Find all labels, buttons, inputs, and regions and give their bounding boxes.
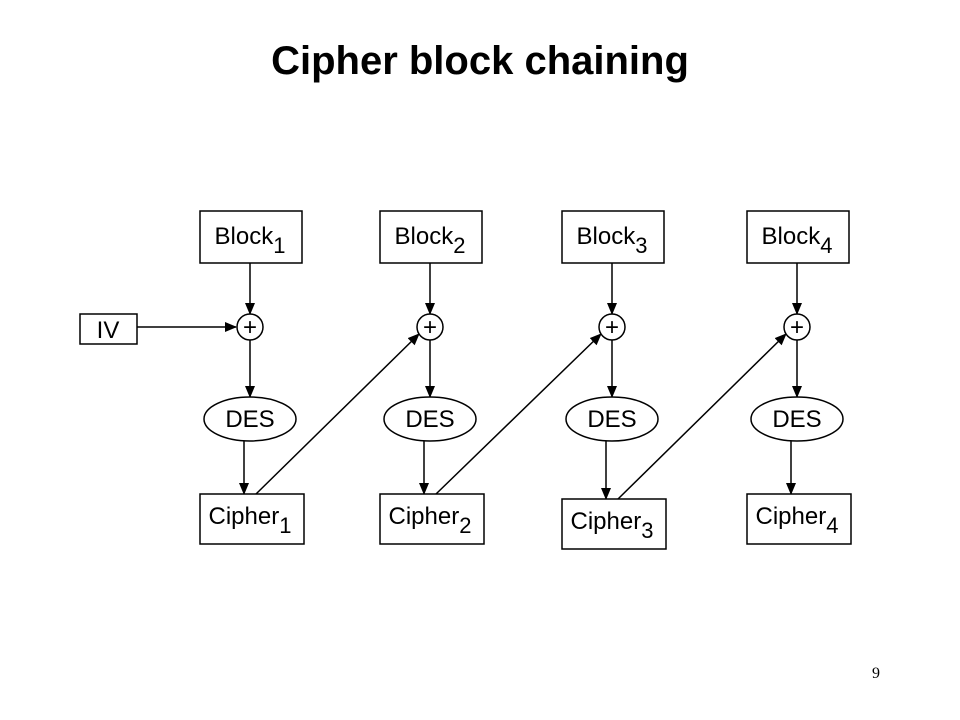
des-label-3: DES [587,406,636,433]
chain-arrow-1-to-2 [255,333,420,495]
chain-arrow-2-to-3 [435,333,602,495]
des-label-1: DES [225,406,274,433]
des-ellipse-3 [565,396,659,442]
block-label-3: Block3 [577,223,648,258]
iv-box [79,313,138,345]
block-box-1 [199,210,303,264]
block-label-4: Block4 [762,223,833,258]
des-label-4: DES [772,406,821,433]
chain-arrow-3-to-4 [617,333,787,500]
block-label-1: Block1 [215,223,286,258]
des-label-2: DES [405,406,454,433]
des-ellipse-1 [203,396,297,442]
block-label-2: Block2 [395,223,466,258]
xor-symbol-4: + [790,314,804,341]
cipher-label-4: Cipher4 [756,503,839,538]
cipher-box-1 [199,493,305,545]
xor-symbol-2: + [423,314,437,341]
block-box-2 [379,210,483,264]
cipher-label-3: Cipher3 [571,508,654,543]
cipher-label-1: Cipher1 [209,503,292,538]
xor-symbol-3: + [605,314,619,341]
des-ellipse-2 [383,396,477,442]
block-box-3 [561,210,665,264]
cipher-box-2 [379,493,485,545]
cipher-box-4 [746,493,852,545]
page-title: Cipher block chaining [271,39,689,83]
iv-label: IV [97,317,120,344]
xor-symbol-1: + [243,314,257,341]
cipher-label-2: Cipher2 [389,503,472,538]
block-box-4 [746,210,850,264]
des-ellipse-4 [750,396,844,442]
cipher-box-3 [561,498,667,550]
page-number: 9 [872,665,880,682]
